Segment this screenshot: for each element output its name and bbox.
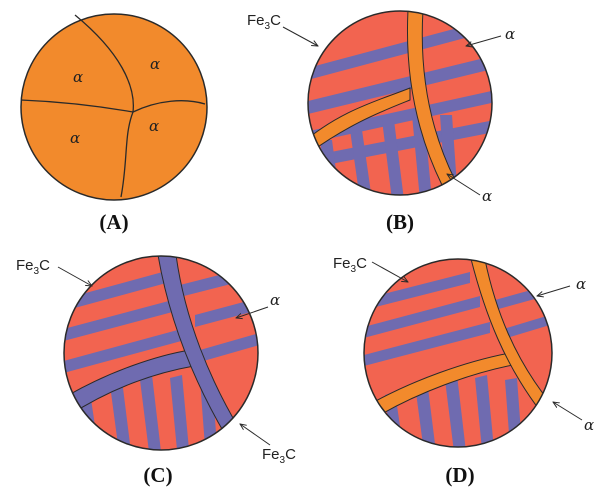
pointer-arrow	[537, 285, 571, 296]
alpha-label: α	[70, 129, 80, 147]
pointer-arrow	[240, 424, 271, 446]
panel-caption: (B)	[386, 210, 414, 234]
panel-a: α α α α (A)	[20, 13, 208, 234]
alpha-label: α	[149, 117, 159, 135]
alpha-label: α	[505, 25, 515, 43]
alpha-label: α	[482, 187, 492, 205]
panel-caption: (C)	[143, 463, 172, 487]
fe3c-label: Fe3C	[247, 12, 281, 32]
alpha-label: α	[576, 275, 586, 293]
pointer-arrow	[236, 306, 269, 318]
pointer-arrow	[371, 261, 408, 282]
alpha-label: α	[150, 55, 160, 73]
panel-c: Fe3C α Fe3C (C)	[16, 255, 296, 487]
pearlite-grain-circle	[63, 255, 259, 451]
austenite-grain-circle	[20, 13, 208, 201]
pointer-arrow	[282, 26, 318, 46]
ferrite-band	[308, 87, 411, 162]
panel-d: Fe3C α α (D)	[333, 255, 594, 487]
pearlite-grain-circle	[363, 258, 553, 448]
panel-caption: (A)	[99, 210, 128, 234]
fe3c-label: Fe3C	[16, 257, 50, 277]
pointer-arrow	[553, 402, 583, 421]
pointer-arrow	[447, 174, 481, 196]
alpha-label: α	[270, 291, 280, 309]
panel-caption: (D)	[445, 463, 474, 487]
pointer-arrow	[57, 266, 92, 286]
pearlite-grain-circle	[307, 10, 493, 196]
alpha-label: α	[73, 68, 83, 86]
fe3c-label: Fe3C	[333, 255, 367, 275]
panel-b: Fe3C α α (B)	[247, 10, 515, 234]
pointer-arrow	[466, 35, 502, 46]
fe3c-label: Fe3C	[262, 446, 296, 466]
alpha-label: α	[584, 416, 594, 434]
grain-boundaries	[20, 14, 206, 198]
